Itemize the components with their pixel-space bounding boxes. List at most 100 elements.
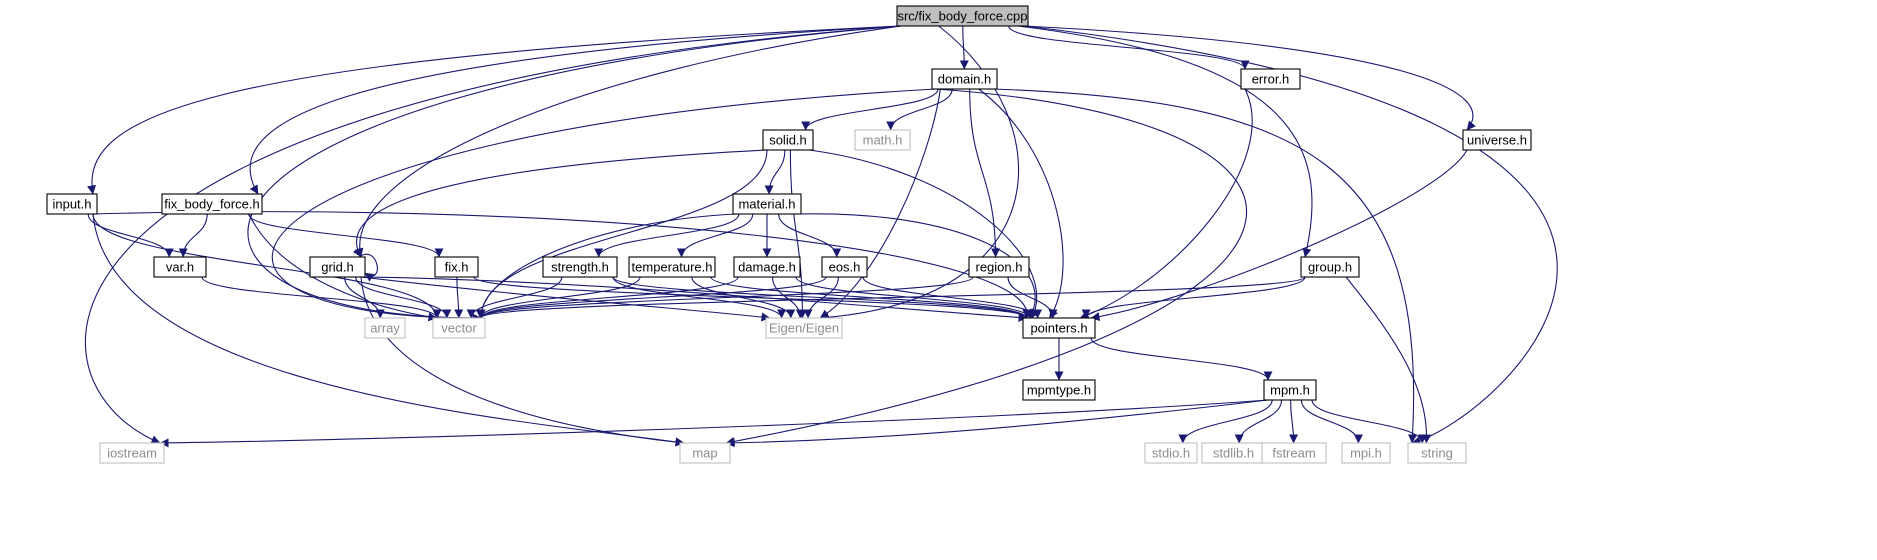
node-label-root: src/fix_body_force.cpp xyxy=(897,9,1027,24)
edge-domain-to-string xyxy=(992,88,1418,444)
edge-group-to-string xyxy=(1345,276,1432,444)
edge-root-to-universe xyxy=(1023,25,1476,131)
edge-root-to-string xyxy=(1023,25,1558,446)
node-box-fstream xyxy=(1261,442,1327,464)
node-label-solid: solid.h xyxy=(769,133,807,148)
node-box-error xyxy=(1240,68,1301,90)
edge-strength-to-vector xyxy=(466,276,563,319)
node-temperature[interactable]: temperature.h xyxy=(628,256,716,278)
node-iostream: iostream xyxy=(99,442,165,464)
node-fixbf[interactable]: fix_body_force.h xyxy=(161,193,263,215)
node-eos[interactable]: eos.h xyxy=(821,256,868,278)
node-label-input: input.h xyxy=(52,197,91,212)
edge-mpm-to-mpi xyxy=(1300,399,1363,444)
node-box-domain xyxy=(931,68,998,90)
node-box-map xyxy=(679,442,731,464)
edge-domain-to-eigen xyxy=(819,88,941,319)
edge-damage-to-vector xyxy=(476,276,739,319)
node-box-temperature xyxy=(628,256,716,278)
node-group[interactable]: group.h xyxy=(1300,256,1360,278)
node-array: array xyxy=(364,317,406,339)
edge-input-to-var xyxy=(87,213,174,258)
edge-input-to-vector xyxy=(92,213,442,319)
node-box-strength xyxy=(542,256,618,278)
node-label-eos: eos.h xyxy=(829,260,861,275)
node-label-iostream: iostream xyxy=(107,446,157,461)
node-domain[interactable]: domain.h xyxy=(931,68,998,90)
node-box-math xyxy=(854,129,911,151)
node-box-var xyxy=(153,256,207,278)
node-layer: src/fix_body_force.cpp domain.h error.h uni… xyxy=(46,5,1532,464)
node-string: string xyxy=(1407,442,1467,464)
edge-material-to-pointers xyxy=(796,213,1038,319)
edge-var-to-vector xyxy=(201,276,442,319)
node-box-mpm xyxy=(1263,379,1317,401)
edge-temperature-to-vector xyxy=(475,276,641,319)
node-label-array: array xyxy=(370,321,400,336)
edge-region-to-vector xyxy=(476,276,974,319)
node-box-material xyxy=(732,193,802,215)
node-label-stdio: stdio.h xyxy=(1152,446,1190,461)
edge-fixbf-to-fix xyxy=(248,213,444,258)
node-label-math: math.h xyxy=(863,133,903,148)
edge-pointers-to-mpm xyxy=(1090,337,1273,381)
edge-grid-to-pointers xyxy=(360,276,1028,322)
edge-grid-to-eigen xyxy=(360,276,771,322)
node-region[interactable]: region.h xyxy=(968,256,1030,278)
node-box-eigen xyxy=(765,317,843,339)
node-eigen: Eigen/Eigen xyxy=(765,317,843,339)
node-label-pointers: pointers.h xyxy=(1030,321,1087,336)
edge-mpm-to-stdlib xyxy=(1234,399,1283,444)
edge-strength-to-pointers xyxy=(612,276,1032,319)
edge-error-to-pointers xyxy=(1079,88,1253,320)
edge-eos-to-eigen xyxy=(803,276,839,319)
node-material[interactable]: material.h xyxy=(732,193,802,215)
node-label-fixbf: fix_body_force.h xyxy=(164,197,259,212)
node-label-mpmtype: mpmtype.h xyxy=(1027,383,1091,398)
node-pointers[interactable]: pointers.h xyxy=(1022,317,1096,339)
edge-mpm-to-stdio xyxy=(1178,399,1273,444)
node-grid[interactable]: grid.h xyxy=(309,256,366,278)
node-error[interactable]: error.h xyxy=(1240,68,1301,90)
node-label-domain: domain.h xyxy=(938,72,991,87)
node-solid[interactable]: solid.h xyxy=(762,129,814,151)
edge-grid-to-array xyxy=(344,276,385,319)
edge-domain-to-math xyxy=(886,88,953,131)
edge-input-to-pointers xyxy=(92,211,1033,319)
node-label-fstream: fstream xyxy=(1272,446,1315,461)
node-label-group: group.h xyxy=(1308,260,1352,275)
edge-domain-to-pointers xyxy=(978,88,1064,319)
edge-root-to-grid xyxy=(354,25,902,258)
node-box-root xyxy=(896,5,1029,27)
node-mpm[interactable]: mpm.h xyxy=(1263,379,1317,401)
node-map: map xyxy=(679,442,731,464)
edge-root-to-fixbf xyxy=(249,25,902,195)
edge-strength-to-eigen xyxy=(612,276,787,319)
edge-grid-to-vector xyxy=(355,276,452,319)
node-box-string xyxy=(1407,442,1467,464)
node-label-string: string xyxy=(1421,446,1453,461)
edge-solid-to-material xyxy=(764,149,786,195)
node-label-map: map xyxy=(692,446,717,461)
edge-temperature-to-eigen xyxy=(691,276,796,319)
node-var[interactable]: var.h xyxy=(153,256,207,278)
node-label-universe: universe.h xyxy=(1467,133,1527,148)
node-damage[interactable]: damage.h xyxy=(733,256,801,278)
node-fix[interactable]: fix.h xyxy=(434,256,479,278)
node-label-mpm: mpm.h xyxy=(1270,383,1310,398)
node-box-grid xyxy=(309,256,366,278)
node-label-fix: fix.h xyxy=(445,260,469,275)
node-mpmtype[interactable]: mpmtype.h xyxy=(1022,379,1096,401)
node-stdlib: stdlib.h xyxy=(1201,442,1266,464)
node-label-eigen: Eigen/Eigen xyxy=(769,321,839,336)
node-label-var: var.h xyxy=(166,260,194,275)
node-input[interactable]: input.h xyxy=(46,193,98,215)
edge-grid-to-grid xyxy=(358,253,378,282)
node-strength[interactable]: strength.h xyxy=(542,256,618,278)
edge-layer xyxy=(84,25,1558,448)
edge-fix-to-vector xyxy=(454,276,464,319)
node-universe[interactable]: universe.h xyxy=(1462,129,1532,151)
edge-damage-to-eigen xyxy=(772,276,805,319)
edge-fix-to-pointers xyxy=(473,276,1032,319)
node-vector: vector xyxy=(432,317,486,339)
